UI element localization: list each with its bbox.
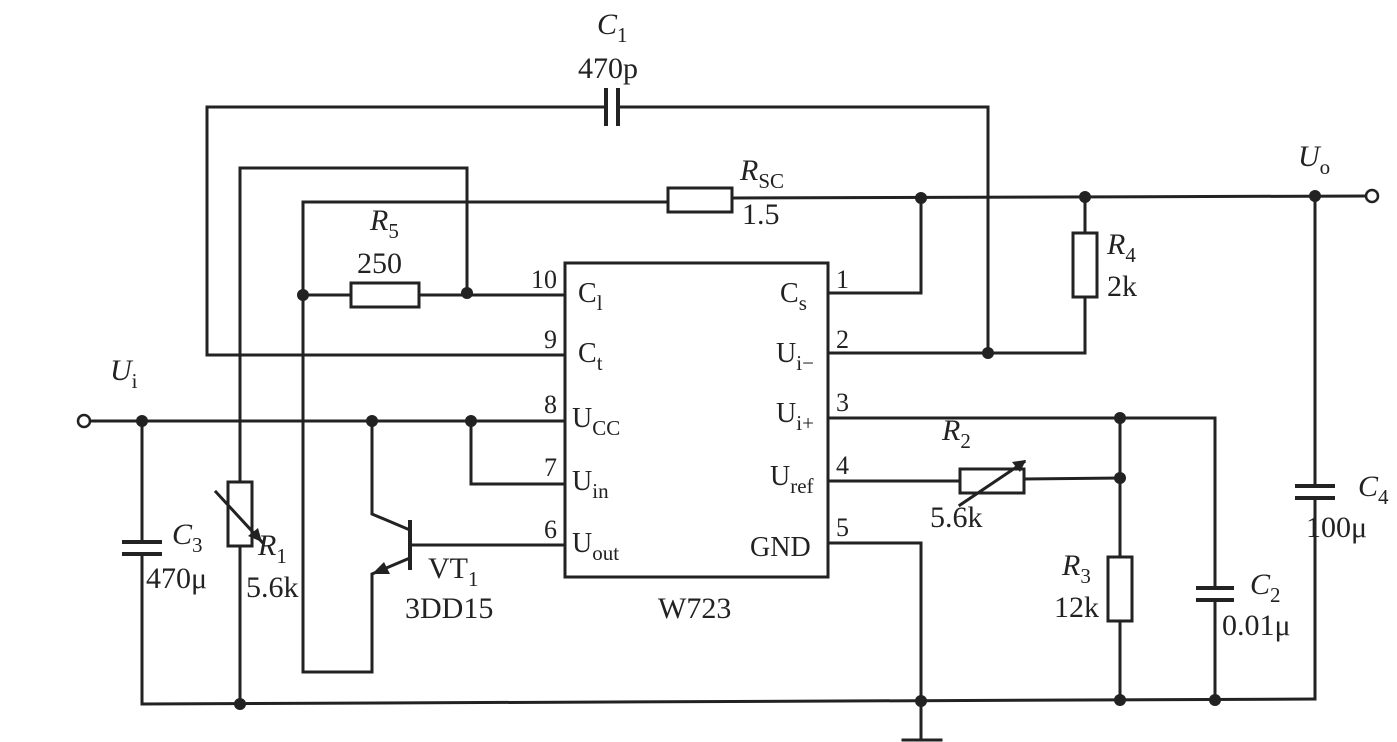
rsc-label: RSC [739,154,784,193]
c1-value: 470p [578,52,638,85]
c2-label: C2 [1250,568,1281,607]
wire-pin7 [469,419,567,486]
c3-label: C3 [172,518,203,557]
ic-w723-body [563,261,830,579]
wire-pin2 [826,295,1087,355]
c3-value: 470μ [146,562,207,595]
terminal-ui-circle [76,413,92,429]
pin-1-number: 1 [836,265,849,294]
r3-body [1106,555,1134,623]
pin-8-name: UCC [572,403,620,440]
junction-dots [136,190,1321,710]
rsc-value: 1.5 [742,198,780,231]
wire-pin3 [826,416,1217,590]
pin-3-name: Ui+ [776,398,814,435]
pin-2-name: Ui− [776,338,814,375]
c4-symbol [1295,484,1335,500]
wire-r1-top-loop [238,166,469,484]
r4-value: 2k [1107,270,1137,303]
c2-value: 0.01μ [1222,609,1291,642]
r1-label: R1 [257,529,287,568]
r5-body [349,281,421,309]
ic-name: W723 [658,592,731,625]
r5-value: 250 [357,247,402,280]
wire-rsc-right [730,194,1372,200]
pin-4-name: Uref [770,461,814,498]
pin-10-name: Cl [578,278,603,315]
pin-6-name: Uout [572,528,619,565]
pin-9-name: Ct [578,338,603,375]
c1-symbol [604,88,620,126]
r3-label: R3 [1061,549,1091,588]
r4-body [1071,231,1099,299]
pin-9-number: 9 [544,325,557,354]
r1-value: 5.6k [246,571,299,604]
terminal-uo-circle [1364,188,1380,204]
wire-rsc-left [301,200,670,674]
r5-label: R5 [369,204,399,243]
wire-pin4-right [1022,476,1122,481]
r2-symbol [957,459,1027,508]
vt1-label: VT1 [428,552,479,591]
r4-label: R4 [1106,228,1136,267]
pin-7-number: 7 [544,453,557,482]
wire-ground-rail [140,697,1317,706]
wire-c1-loop [205,105,608,357]
wire-pin5 [826,541,923,742]
pin-6-number: 6 [544,515,557,544]
c4-value: 100μ [1306,511,1367,544]
pin-1-name: Cs [780,278,807,315]
pin-2-number: 2 [836,325,849,354]
pin-5-number: 5 [836,513,849,542]
c2-symbol [1196,586,1234,602]
r2-value: 5.6k [930,501,983,534]
pin-4-number: 4 [836,451,849,480]
pin-10-number: 10 [531,265,557,294]
pin-5-name: GND [750,532,811,563]
wires [89,105,1372,742]
r3-value: 12k [1054,591,1099,624]
c4-label: C4 [1358,470,1389,509]
wire-c1-right [616,105,990,355]
rsc-body [666,186,734,214]
c1-label: C1 [597,8,628,47]
pin-8-number: 8 [544,390,557,419]
uo-label: Uo [1298,140,1330,179]
wire-pin1 [826,196,923,295]
ui-label: Ui [110,354,138,393]
r1-symbol [213,480,265,548]
c3-symbol [122,540,162,556]
vt1-transistor-symbol [301,419,412,674]
pin-3-number: 3 [836,388,849,417]
r2-label: R2 [941,414,971,453]
pin-7-name: Uin [572,466,609,503]
vt1-value: 3DD15 [405,592,493,625]
